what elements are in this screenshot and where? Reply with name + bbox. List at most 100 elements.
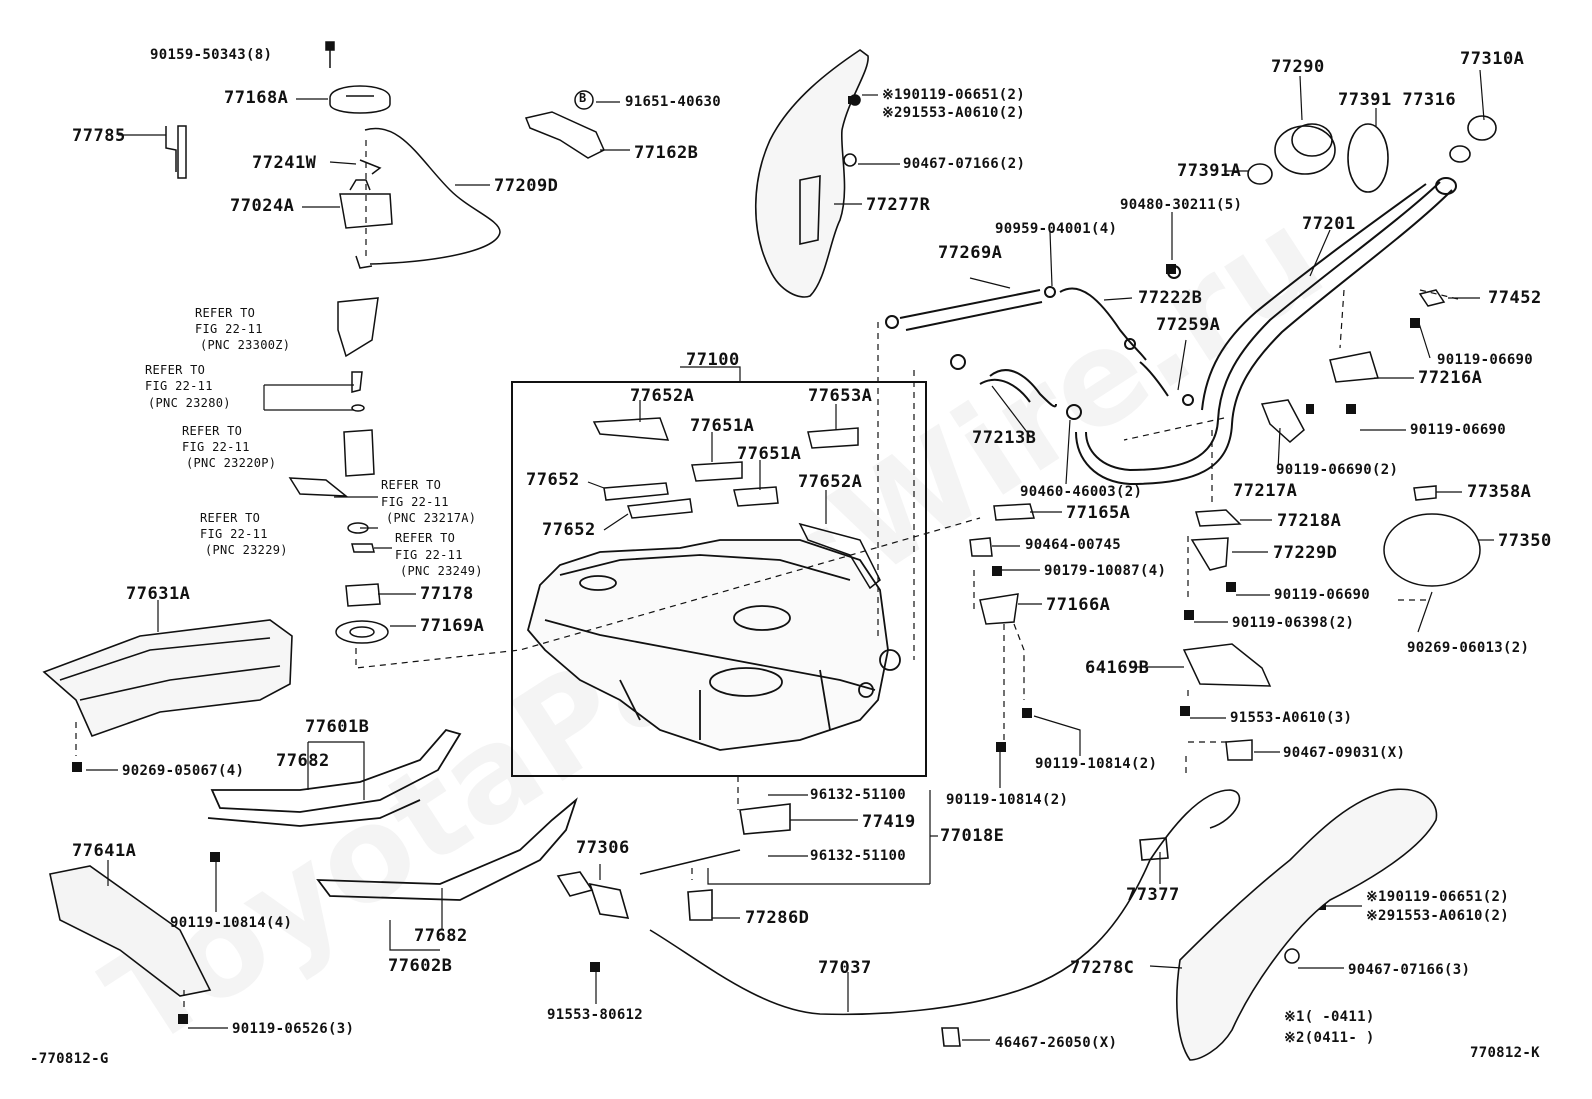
tank-pads [592,417,881,590]
part-label-refer-23280-3: (PNC 23280) [148,396,231,410]
part-label-77350: 77350 [1498,531,1552,551]
shield-77278c [1176,788,1438,1061]
part-label-77601B: 77601B [305,717,370,737]
part-label-77018E: 77018E [940,826,1005,846]
part-label-refer-23229-3: (PNC 23229) [205,543,288,557]
part-label-refer-23217A-3: (PNC 23217A) [386,511,477,525]
part-label-77306: 77306 [576,838,630,858]
part-label-77310A: 77310A [1460,49,1525,69]
right-brackets [969,289,1481,761]
part-label-90467-07166-bot: 90467-07166(3) [1348,962,1471,978]
part-label-90119-10814-a: 90119-10814(2) [1035,756,1158,772]
straps [207,728,578,901]
part-label-77785: 77785 [72,126,126,146]
part-label-90179-10087: 90179-10087(4) [1044,563,1167,579]
part-label-77213B: 77213B [972,428,1037,448]
part-label-note-2: ※2(0411- ) [1284,1030,1375,1046]
part-label-96132-51100-b: 96132-51100 [810,848,907,864]
part-label-46467-26050: 46467-26050(X) [995,1035,1118,1051]
part-label-77286D: 77286D [745,908,810,928]
part-label-90119-06651-bot: ※190119-06651(2) [1366,889,1509,905]
opener-lever [556,803,791,921]
part-label-77651A-a: 77651A [690,416,755,436]
part-label-77452: 77452 [1488,288,1542,308]
part-label-770812-K: 770812-K [1470,1045,1540,1061]
shield-77641a [49,865,212,997]
part-label-77602B: 77602B [388,956,453,976]
part-label-77169A: 77169A [420,616,485,636]
part-label-refer-23249-2: FIG 22-11 [395,548,463,562]
part-label-77218A: 77218A [1277,511,1342,531]
part-label-77358A: 77358A [1467,482,1532,502]
part-label-refer-23300Z-1: REFER TO [195,306,256,320]
part-label-77290: 77290 [1271,57,1325,77]
part-label-90119-06651-top: ※190119-06651(2) [882,87,1025,103]
part-label-90480-30211: 90480-30211(5) [1120,197,1243,213]
part-label-77652A-mid: 77652A [798,472,863,492]
part-label-refer-23217A-2: FIG 22-11 [381,495,449,509]
part-label-77631A: 77631A [126,584,191,604]
part-label-77201: 77201 [1302,214,1356,234]
part-label-90269-05067: 90269-05067(4) [122,763,245,779]
tank-frame [511,381,927,777]
cable [649,789,1241,1047]
part-label-90269-06013: 90269-06013(2) [1407,640,1530,656]
part-label-77217A: 77217A [1233,481,1298,501]
part-label-90464-00745: 90464-00745 [1025,537,1122,553]
leader-lines [86,69,1494,1041]
part-label-77178: 77178 [420,584,474,604]
filler-pipe [1075,177,1457,486]
part-label-refer-23280-1: REFER TO [145,363,206,377]
part-label-77652A-top: 77652A [630,386,695,406]
part-label-77165A: 77165A [1066,503,1131,523]
part-label-refer-23300Z-2: FIG 22-11 [195,322,263,336]
part-label-91553-A0610-bot: ※291553-A0610(2) [1366,908,1509,924]
hoses [885,265,1194,420]
part-label-90119-06398: 90119-06398(2) [1232,615,1355,631]
part-label-77166A: 77166A [1046,595,1111,615]
part-label-91553-A0610-top: ※291553-A0610(2) [882,105,1025,121]
part-label-77168A: 77168A [224,88,289,108]
part-label-refer-23220P-1: REFER TO [182,424,243,438]
part-label-77391A: 77391A [1177,161,1242,181]
part-label-77216A: 77216A [1418,368,1483,388]
part-label-refer-23280-2: FIG 22-11 [145,379,213,393]
part-label-90119-06690-b: 90119-06690 [1410,422,1507,438]
part-label-refer-23249-1: REFER TO [395,531,456,545]
part-label-90119-06690-a: 90119-06690 [1437,352,1534,368]
part-label-refer-23220P-3: (PNC 23220P) [186,456,277,470]
part-label-91553-80612: 91553-80612 [547,1007,644,1023]
part-label-77229D: 77229D [1273,543,1338,563]
part-label-refer-23217A-1: REFER TO [381,478,442,492]
part-label-91651-40630: 91651-40630 [625,94,722,110]
callout-circle-b: B [579,91,587,105]
part-label-77651A-b: 77651A [737,444,802,464]
part-label-91553-A0610-mid: 91553-A0610(3) [1230,710,1353,726]
part-label-77653A: 77653A [808,386,873,406]
part-label-77682-a: 77682 [276,751,330,771]
part-label-770812-G: -770812-G [30,1051,109,1067]
part-label-90119-10814-c: 90119-10814(4) [170,915,293,931]
part-label-90467-09031: 90467-09031(X) [1283,745,1406,761]
part-label-77377: 77377 [1126,885,1180,905]
part-label-refer-23220P-2: FIG 22-11 [182,440,250,454]
part-label-64169B: 64169B [1085,658,1150,678]
part-label-77682-b: 77682 [414,926,468,946]
part-label-77652-a: 77652 [526,470,580,490]
part-label-77162B: 77162B [634,143,699,163]
part-label-90119-06690-c: 90119-06690(2) [1276,462,1399,478]
insulator-77631a [42,619,293,738]
part-label-77100: 77100 [686,350,740,370]
fuel-cap [1247,115,1497,193]
part-label-refer-23249-3: (PNC 23249) [400,564,483,578]
part-label-96132-51100-a: 96132-51100 [810,787,907,803]
part-label-77241W: 77241W [252,153,317,173]
part-label-77037: 77037 [818,958,872,978]
dashed-lines [75,140,1463,1010]
part-label-77641A: 77641A [72,841,137,861]
part-label-77259A: 77259A [1156,315,1221,335]
part-label-refer-23300Z-3: (PNC 23300Z) [200,338,291,352]
part-label-90119-06526: 90119-06526(3) [232,1021,355,1037]
part-label-90119-06690-d: 90119-06690 [1274,587,1371,603]
